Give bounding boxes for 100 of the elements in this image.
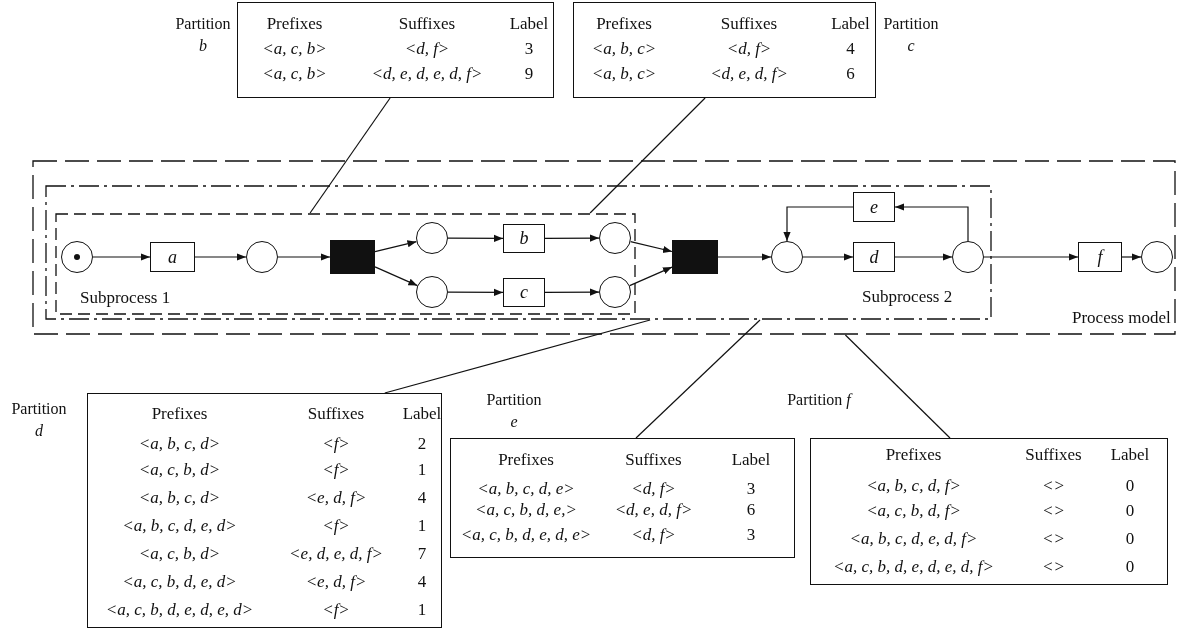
place-circle — [246, 241, 278, 273]
table-cell-text: <a, b, c, d, e, d> — [121, 516, 238, 536]
transition-letter: c — [520, 282, 528, 303]
column-header: Prefixes — [497, 449, 555, 470]
group-label: Process model — [1072, 308, 1171, 328]
transition-letter: a — [168, 246, 177, 268]
column-header: Suffixes — [624, 449, 683, 470]
table-cell-text: <a, c, b, d, e, d, e, d> — [104, 600, 255, 620]
table-cell-text: 6 — [845, 63, 856, 84]
table-cell-text: <f> — [321, 460, 351, 480]
table-cell-text: <> — [1041, 476, 1066, 496]
place-circle — [416, 276, 448, 308]
transition-box — [150, 242, 195, 272]
table-cell-text: <d, e, d, f> — [613, 499, 694, 520]
arrow — [983, 253, 1079, 261]
place-circle — [771, 241, 803, 273]
table-cell-text: 1 — [416, 460, 428, 480]
place-circle — [599, 276, 631, 308]
transition-letter: f — [1097, 246, 1103, 268]
transition-letter: b — [519, 228, 529, 249]
partition-heading: Partition e — [485, 390, 543, 432]
place-circle — [1141, 241, 1173, 273]
table-cell-text: <> — [1041, 529, 1066, 549]
table-cell-text: 3 — [745, 478, 757, 499]
transition-letter: e — [870, 196, 878, 218]
group-label: Subprocess 1 — [80, 288, 171, 308]
arrow — [544, 234, 600, 242]
table-cell-text: <a, b, c, d, f> — [865, 476, 962, 496]
table-cell-text: <a, b, c> — [590, 63, 658, 84]
arrow — [447, 288, 504, 296]
transition-box — [503, 224, 545, 253]
place-circle — [599, 222, 631, 254]
transition-bar — [330, 240, 375, 274]
table-cell-text: 0 — [1124, 557, 1136, 577]
arrow — [374, 240, 417, 253]
table-cell-text: <f> — [321, 516, 351, 536]
transition-bar — [672, 240, 718, 274]
leader-line — [309, 97, 391, 214]
table-cell-text: 2 — [416, 433, 428, 454]
arrow — [630, 241, 673, 253]
table-cell-text: <a, c, b> — [261, 63, 328, 84]
table-cell-text: <f> — [321, 600, 351, 620]
arrow — [374, 266, 418, 287]
partition-heading: Partition d — [10, 399, 68, 441]
table-cell-text: <d, f> — [403, 38, 451, 59]
arrow — [194, 253, 247, 261]
transition-letter: d — [869, 246, 879, 268]
table-cell-text: 1 — [416, 516, 428, 536]
process-model-boundary — [32, 160, 1176, 335]
arrow — [447, 234, 504, 242]
column-header: Prefixes — [150, 404, 209, 424]
table-cell-text: 9 — [523, 63, 535, 84]
table-cell-text: <a, c, b, d, e, d> — [121, 572, 238, 592]
transition-box — [1078, 242, 1122, 272]
table-cell-text: 1 — [416, 600, 428, 620]
column-header: Prefixes — [595, 13, 653, 34]
column-header: Suffixes — [719, 13, 779, 34]
table-cell-text: <a, b, c> — [590, 38, 658, 59]
table-cell-text: <a, c, b, d, f> — [865, 501, 962, 521]
subprocess-boundary — [55, 213, 636, 315]
arrow — [802, 253, 854, 261]
table-cell-text: 0 — [1124, 501, 1136, 521]
place-circle — [416, 222, 448, 254]
table-cell-text: <d, f> — [630, 524, 677, 545]
table-cell-text: <e, d, f> — [304, 488, 368, 508]
arrow — [894, 253, 953, 261]
table-cell-text: 4 — [416, 572, 428, 592]
transition-box — [503, 278, 545, 307]
column-header: Suffixes — [1024, 445, 1083, 465]
table-cell-text: <d, f> — [630, 478, 677, 499]
column-header: Prefixes — [884, 445, 943, 465]
table-cell-text: <d, e, d, e, d, f> — [370, 63, 484, 84]
arrow — [894, 203, 969, 242]
table-cell-text: <a, b, c, d, e, d, f> — [848, 529, 979, 549]
table-cell-text: <d, f> — [725, 38, 773, 59]
column-header: Prefixes — [265, 13, 324, 34]
arrow — [629, 266, 673, 287]
table-cell-text: 4 — [845, 38, 856, 59]
arrow — [717, 253, 772, 261]
table-cell-text: <> — [1041, 557, 1066, 577]
table-cell-text: 4 — [416, 488, 428, 508]
table-cell-text: 6 — [745, 499, 757, 520]
column-header: Label — [730, 449, 772, 470]
place-circle — [952, 241, 984, 273]
group-label: Subprocess 2 — [862, 287, 953, 307]
table-cell-text: <a, b, c, d, e> — [476, 478, 576, 499]
table-cell-text: <a, c, b, d, e, d, e, d, f> — [832, 557, 995, 577]
partition-heading: Partition c — [882, 14, 940, 56]
column-header: Label — [401, 404, 443, 424]
column-header: Suffixes — [397, 13, 457, 34]
place-circle — [61, 241, 93, 273]
table-cell-text: <> — [1041, 501, 1066, 521]
transition-box — [853, 242, 895, 272]
column-header: Label — [1109, 445, 1151, 465]
leader-line — [844, 334, 951, 439]
table-cell-text: 0 — [1124, 529, 1136, 549]
leader-line — [589, 97, 706, 214]
table-cell-text: 3 — [523, 38, 535, 59]
column-header: Label — [830, 13, 871, 34]
table-cell-text: <d, e, d, f> — [709, 63, 789, 84]
